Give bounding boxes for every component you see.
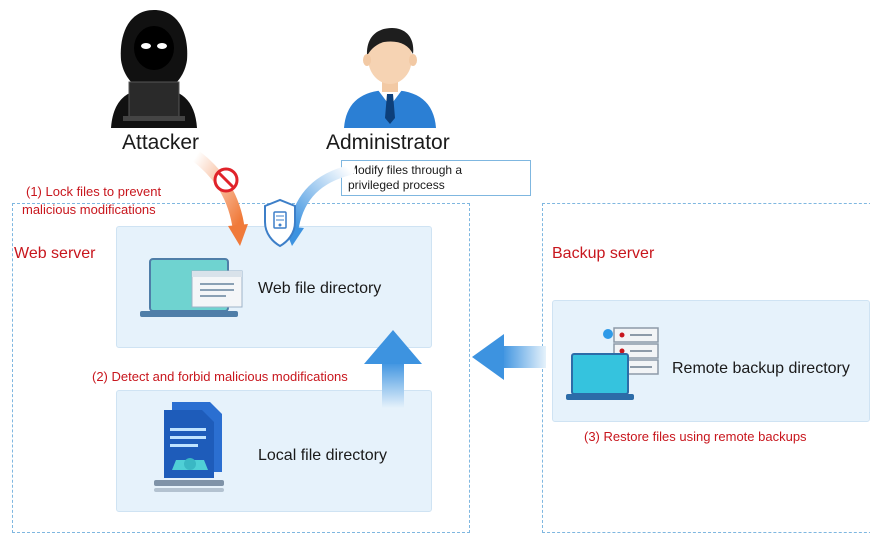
- step-lock-line2: malicious modifications: [22, 202, 156, 217]
- step-restore-text: (3) Restore files using remote backups: [584, 429, 807, 444]
- no-entry-icon: [213, 167, 239, 193]
- admin-callout-line2: privileged process: [348, 178, 445, 192]
- admin-callout-line1: Modify files through a: [348, 163, 463, 177]
- attacker-icon: [105, 4, 203, 128]
- restore-up-arrow: [364, 330, 422, 408]
- server-icon: [566, 326, 666, 406]
- admin-callout: Modify files through a privileged proces…: [341, 160, 531, 196]
- laptop-icon: [138, 255, 248, 325]
- local-file-directory-label: Local file directory: [258, 447, 387, 464]
- step-lock-text: (1) Lock files to prevent malicious modi…: [22, 183, 161, 219]
- step-lock-line1: (1) Lock files to prevent: [26, 184, 162, 199]
- step-detect-text: (2) Detect and forbid malicious modifica…: [92, 369, 348, 384]
- administrator-label: Administrator: [326, 131, 450, 154]
- backup-server-title: Backup server: [552, 245, 655, 262]
- attacker-label: Attacker: [122, 131, 200, 154]
- restore-left-arrow: [472, 334, 546, 380]
- administrator-icon: [340, 20, 440, 128]
- web-file-directory-label: Web file directory: [258, 280, 382, 297]
- shield-icon: [264, 198, 296, 248]
- document-icon: [150, 398, 230, 500]
- remote-backup-directory-panel: [552, 300, 870, 422]
- web-server-title: Web server: [14, 245, 96, 262]
- remote-backup-directory-label: Remote backup directory: [672, 360, 850, 377]
